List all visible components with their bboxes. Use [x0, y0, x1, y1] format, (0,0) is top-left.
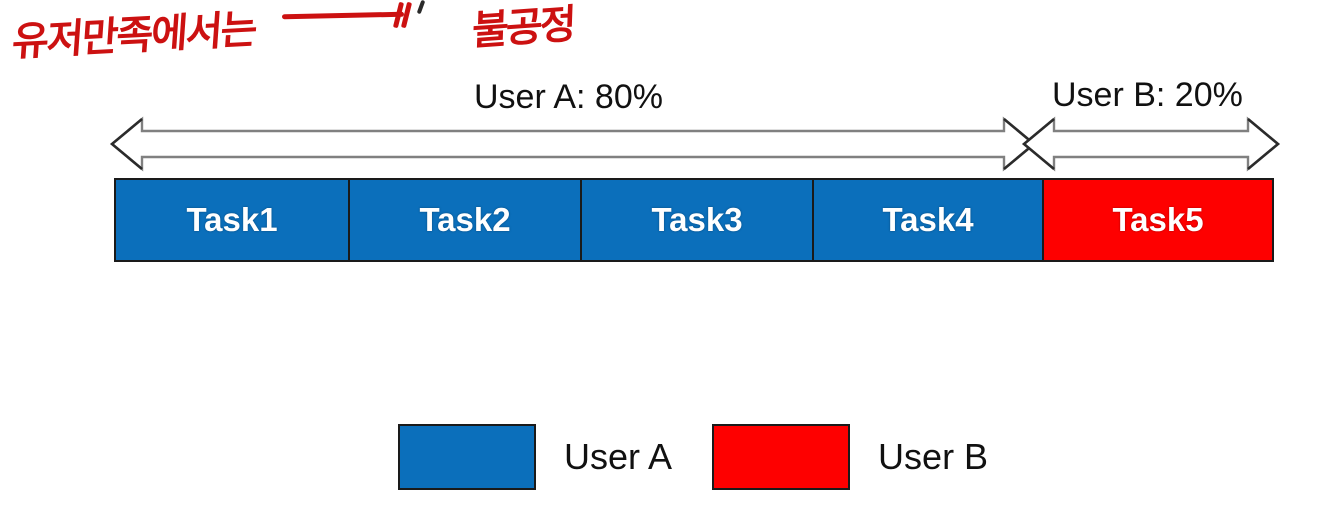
legend-label-user-b: User B	[878, 436, 989, 477]
legend-label-user-a: User A	[564, 436, 673, 477]
task-cell-task4[interactable]: Task4	[812, 178, 1044, 262]
handwritten-apostrophe-icon	[416, 0, 426, 15]
task-cell-task3[interactable]: Task3	[580, 178, 814, 262]
span-arrow-user-b	[1021, 116, 1281, 172]
task-cell-task5[interactable]: Task5	[1042, 178, 1274, 262]
legend-swatch-user-a	[398, 424, 536, 490]
handwritten-strikethrough-icon	[281, 11, 405, 20]
legend-swatch-user-b	[712, 424, 851, 490]
task-label: Task5	[1112, 201, 1204, 238]
handwritten-note-right: 불공정	[471, 1, 575, 55]
task-label: Task4	[882, 201, 974, 238]
handwritten-note-left: 유저만족에서는	[10, 6, 258, 66]
task-label: Task3	[651, 201, 743, 238]
legend: User A User B	[398, 424, 988, 490]
legend-item-user-b: User B	[712, 424, 988, 490]
task-bar: Task1 Task2 Task3 Task4 Task5	[114, 178, 1274, 262]
task-cell-task1[interactable]: Task1	[114, 178, 350, 262]
task-label: Task1	[186, 201, 278, 238]
task-cell-task2[interactable]: Task2	[348, 178, 582, 262]
span-label-user-b: User B: 20%	[1052, 76, 1243, 114]
task-label: Task2	[419, 201, 511, 238]
legend-item-user-a: User A	[398, 424, 672, 490]
span-label-user-a: User A: 80%	[474, 78, 663, 116]
span-arrow-user-a	[109, 116, 1037, 172]
